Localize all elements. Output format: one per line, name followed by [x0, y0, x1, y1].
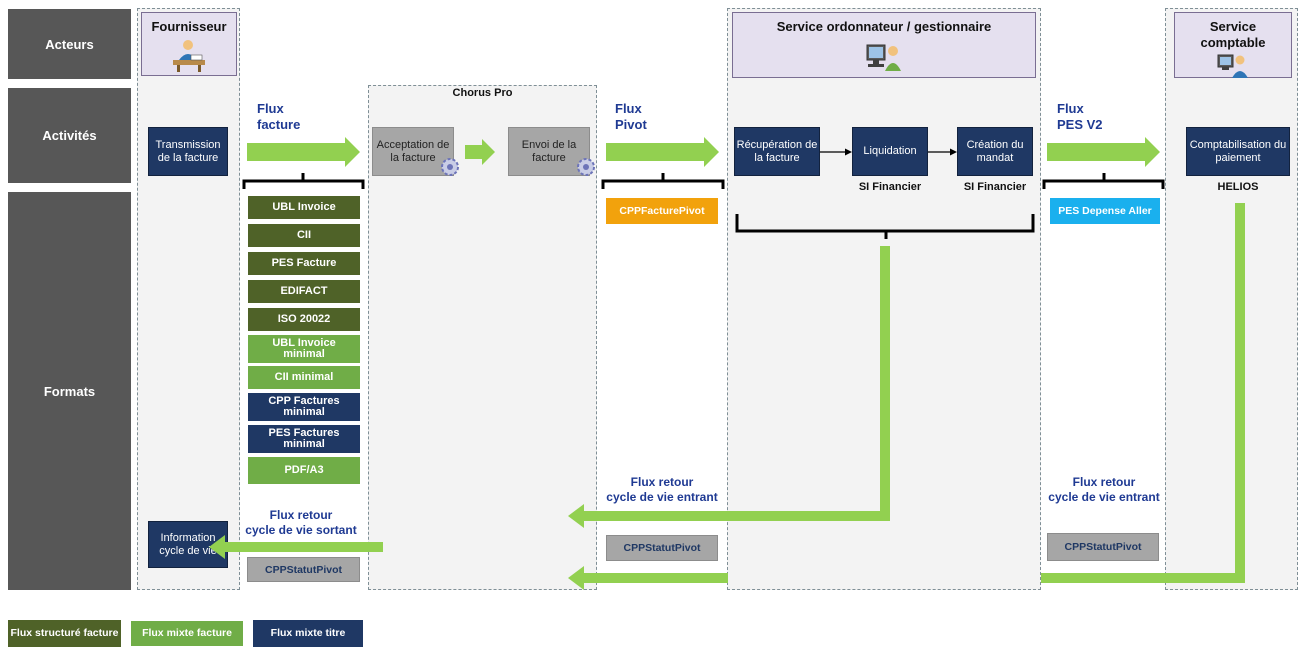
format-pes-factures-minimal: PES Factures minimal: [248, 425, 360, 453]
computer-user-icon: [866, 44, 901, 71]
row-header-actors: Acteurs: [8, 9, 131, 79]
activity-recuperation: Récupération de la facture: [734, 127, 820, 176]
arrow-flux-pivot: [606, 137, 719, 167]
activity-envoi: Envoi de la facture: [508, 127, 590, 176]
badge-cpp-statut-pivot: CPPStatutPivot: [606, 535, 718, 561]
format-ubl-invoice: UBL Invoice: [248, 196, 360, 219]
arrow-retour-sortant: [209, 535, 383, 559]
activity-comptabilisation: Comptabilisation du paiement: [1186, 127, 1290, 176]
brace-flux-facture: [242, 173, 365, 189]
format-cii: CII: [248, 224, 360, 247]
activity-creation: Création du mandat: [957, 127, 1033, 176]
gear-icon: [577, 158, 595, 176]
row-header-activities: Activités: [8, 88, 131, 183]
brace-flux-pivot: [601, 173, 725, 189]
format-cii-minimal: CII minimal: [248, 366, 360, 389]
chorus-pro-label: Chorus Pro: [452, 87, 513, 99]
format-edifact: EDIFACT: [248, 280, 360, 303]
system-label: HELIOS: [1217, 181, 1259, 193]
gear-icon: [441, 158, 459, 176]
computer-user-icon: [1217, 54, 1248, 78]
actor-comptable: Service comptable: [1174, 12, 1292, 78]
badge-cpp-statut-pivot: CPPStatutPivot: [247, 557, 360, 582]
brace-flux-pes: [1042, 173, 1165, 189]
activity-transmission: Transmission de la facture: [148, 127, 228, 176]
badge-pes-depense: PES Depense Aller: [1050, 198, 1160, 224]
lane-comptable: [1165, 8, 1298, 590]
connector-head: [845, 148, 852, 156]
arrow-chorus-internal: [465, 139, 495, 165]
desk-person-icon: [173, 40, 205, 72]
connector-head: [950, 148, 957, 156]
legend-structured: Flux structuré facture: [8, 620, 121, 647]
arrow-retour-entrant-ordonnateur: [568, 246, 890, 528]
brace-ordonnateur: [735, 214, 1035, 239]
format-cpp-factures-minimal: CPP Factures minimal: [248, 393, 360, 421]
activity-acceptation: Acceptation de la facture: [372, 127, 454, 176]
format-pes-facture: PES Facture: [248, 252, 360, 275]
arrow-retour-entrant-comptable: [568, 566, 728, 590]
system-label: SI Financier: [963, 181, 1027, 193]
arrow-flux-facture: [247, 137, 360, 167]
format-pdf-a3: PDF/A3: [248, 457, 360, 484]
legend-mixed-invoice: Flux mixte facture: [131, 621, 243, 646]
legend-mixed-title: Flux mixte titre: [253, 620, 363, 647]
format-ubl-invoice-minimal: UBL Invoice minimal: [248, 335, 360, 363]
badge-cpp-statut-pivot: CPPStatutPivot: [1047, 533, 1159, 561]
format-iso-20022: ISO 20022: [248, 308, 360, 331]
lane-fournisseur: [137, 8, 240, 590]
actor-ordonnateur: Service ordonnateur / gestionnaire: [732, 12, 1036, 78]
row-header-formats: Formats: [8, 192, 131, 590]
activity-liquidation: Liquidation: [852, 127, 928, 176]
line-retour-comptable: [1041, 203, 1245, 583]
actor-fournisseur: Fournisseur: [141, 12, 237, 76]
badge-cpp-facture-pivot: CPPFacturePivot: [606, 198, 718, 224]
system-label: SI Financier: [858, 181, 922, 193]
arrow-flux-pes: [1047, 137, 1160, 167]
